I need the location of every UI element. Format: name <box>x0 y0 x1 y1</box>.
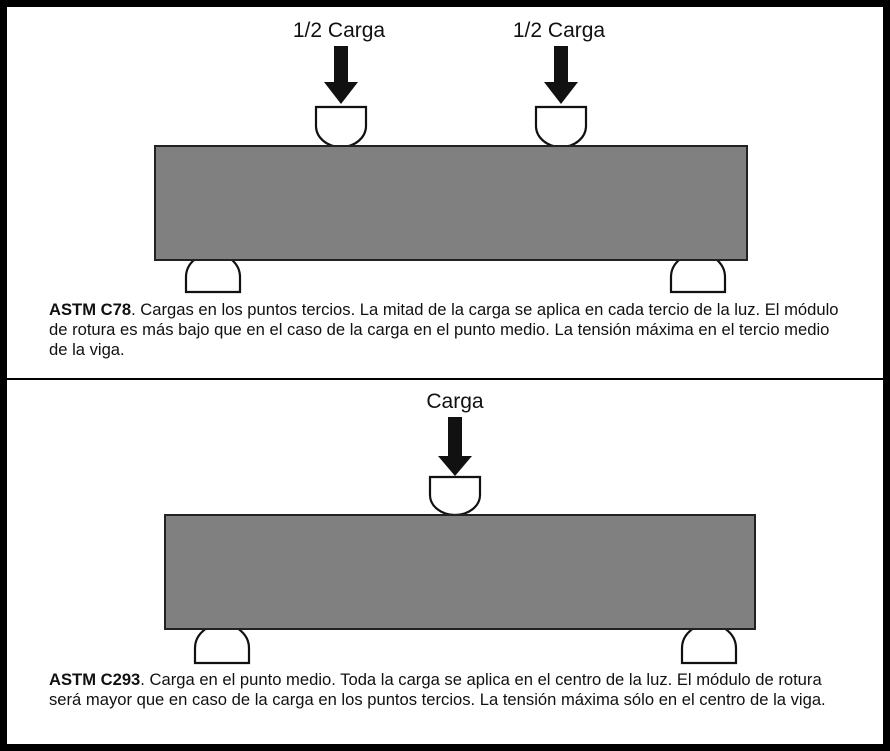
panel-center-point-loading: Carga ASTM C293. Carga en el punto medio… <box>7 380 883 744</box>
loading-block-right <box>534 105 588 149</box>
center-point-diagram <box>193 417 738 665</box>
caption-text: . Carga en el punto medio. Toda la carga… <box>49 670 826 709</box>
load-arrow-left <box>324 46 358 104</box>
third-point-diagram <box>184 46 727 294</box>
caption: ASTM C293. Carga en el punto medio. Toda… <box>49 670 849 710</box>
beam <box>164 514 756 630</box>
load-arrow-center <box>438 417 472 476</box>
caption-text: . Cargas en los puntos tercios. La mitad… <box>49 300 839 359</box>
panel-divider <box>7 378 883 380</box>
load-label-right: 1/2 Carga <box>512 19 606 42</box>
panel-third-point-loading: 1/2 Carga 1/2 Carga ASTM C78. Cargas en … <box>7 7 883 378</box>
load-label-center: Carga <box>426 390 484 413</box>
beam <box>154 145 748 261</box>
caption-standard: ASTM C293 <box>49 670 141 689</box>
loading-block-left <box>314 105 368 149</box>
loading-block-center <box>428 475 482 517</box>
load-arrow-right <box>544 46 578 104</box>
load-label-left: 1/2 Carga <box>292 19 386 42</box>
caption: ASTM C78. Cargas en los puntos tercios. … <box>49 300 849 360</box>
caption-standard: ASTM C78 <box>49 300 132 319</box>
